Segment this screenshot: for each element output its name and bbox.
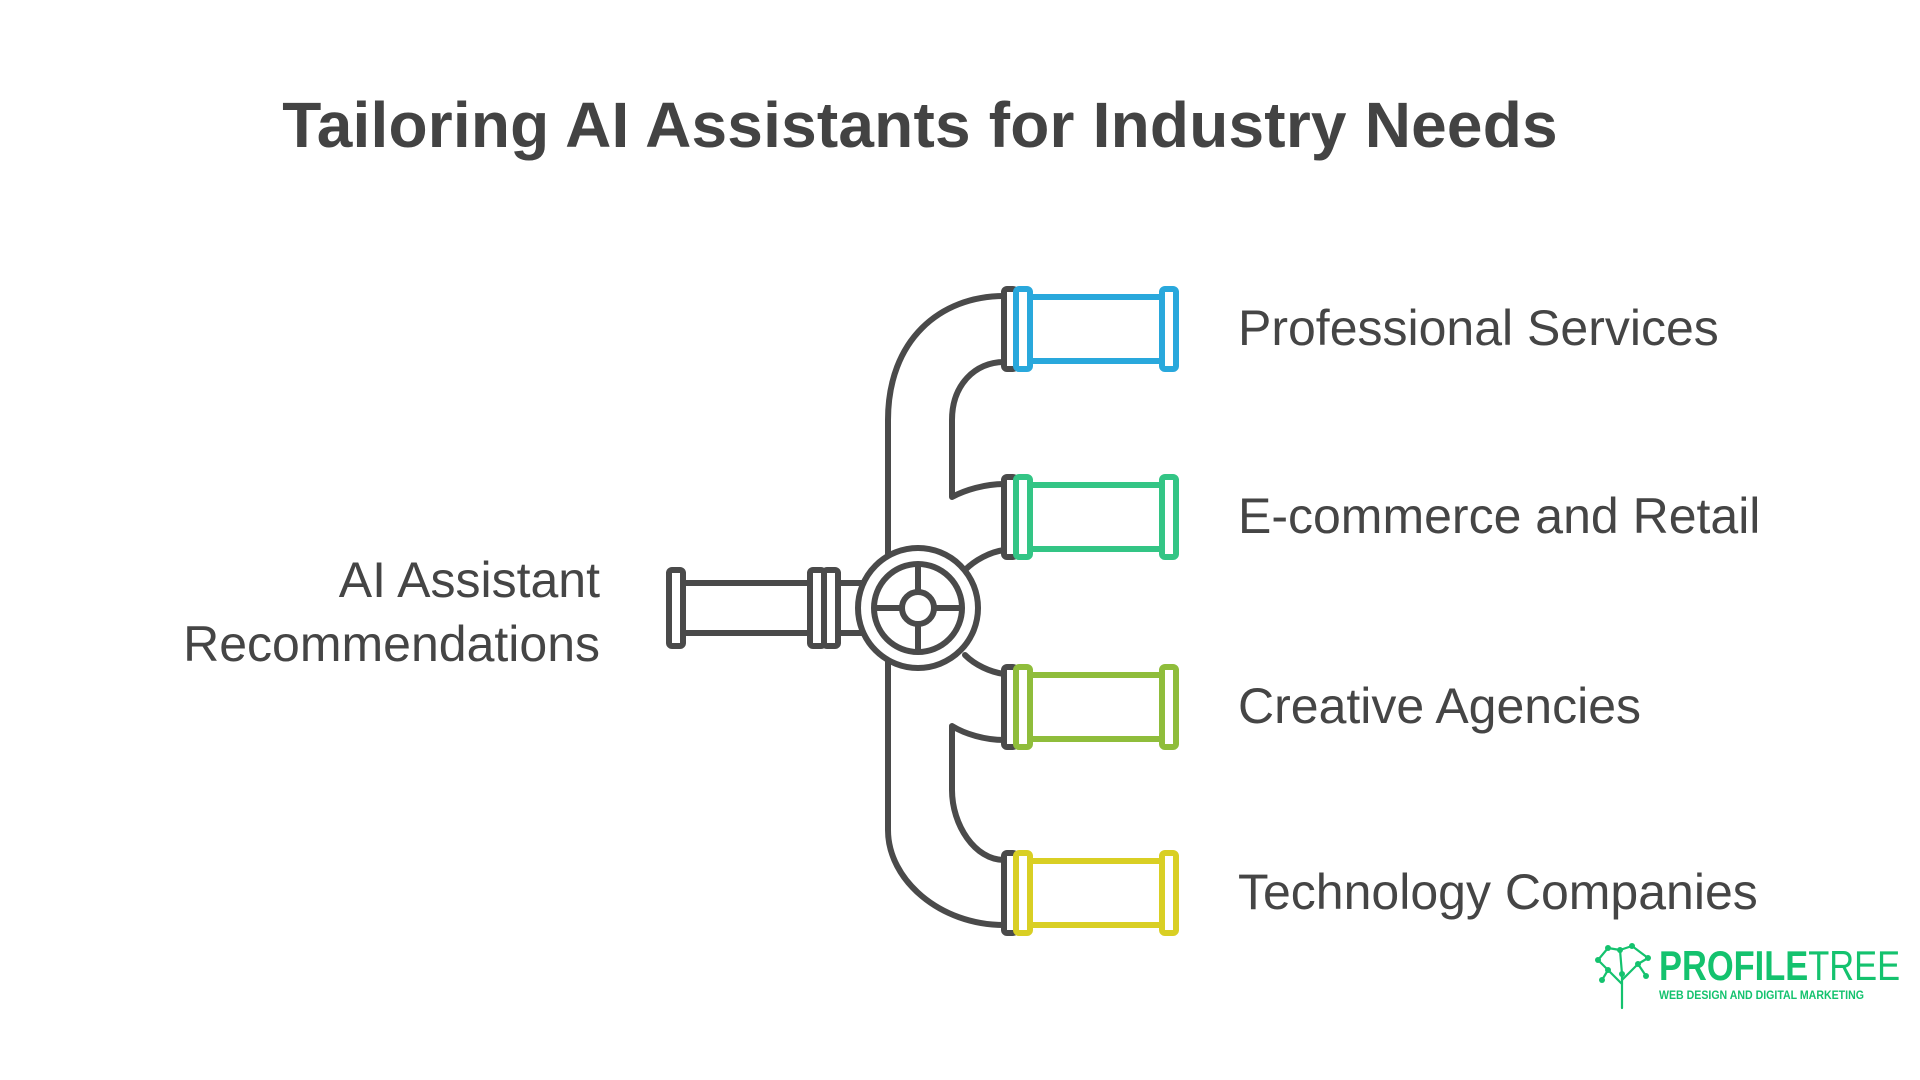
- input-pipe-collar-2: [821, 567, 841, 649]
- branch-flange-inner-4: [1013, 850, 1033, 936]
- branch-flange-inner-1: [1013, 286, 1033, 372]
- valve: [855, 545, 981, 671]
- input-pipe: [666, 567, 866, 649]
- manifold-inner-wall-4: [949, 723, 1007, 863]
- branch-flange-inner-3: [1013, 664, 1033, 750]
- input-pipe-cap: [666, 567, 686, 649]
- tree-icon: [1595, 943, 1651, 1010]
- manifold-inner-wall-2: [962, 547, 1007, 573]
- manifold-inner-wall-1: [949, 359, 1007, 500]
- branch-label-3: Creative Agencies: [1238, 678, 1642, 734]
- logo-name-bold: PROFILE: [1659, 942, 1809, 989]
- branch-pipe-4: [1001, 850, 1179, 936]
- source-label-line-2: Recommendations: [183, 616, 600, 672]
- page-title: Tailoring AI Assistants for Industry Nee…: [282, 89, 1558, 161]
- branch-label-4: Technology Companies: [1238, 864, 1758, 920]
- branch-label-1: Professional Services: [1238, 300, 1719, 356]
- manifold-pipe: [885, 293, 1007, 928]
- branch-flange-inner-2: [1013, 474, 1033, 560]
- logo-name-thin: TREE: [1808, 942, 1901, 989]
- branch-flange-outer-4: [1159, 850, 1179, 936]
- branch-pipe-2: [1001, 474, 1179, 560]
- branch-flange-outer-3: [1159, 664, 1179, 750]
- branch-pipe-3: [1001, 664, 1179, 750]
- valve-hub: [899, 589, 937, 627]
- branch-pipes: [1001, 286, 1179, 936]
- branch-flange-outer-1: [1159, 286, 1179, 372]
- logo-name: PROFILETREE: [1659, 942, 1900, 990]
- source-label-line-1: AI Assistant: [338, 552, 600, 608]
- branch-flange-outer-2: [1159, 474, 1179, 560]
- branch-label-2: E-commerce and Retail: [1238, 488, 1761, 544]
- branch-pipe-1: [1001, 286, 1179, 372]
- logo-tagline: WEB DESIGN AND DIGITAL MARKETING: [1659, 990, 1864, 1002]
- source-label: AI Assistant Recommendations: [183, 548, 600, 676]
- manifold-inner-wall-3: [962, 652, 1007, 677]
- brand-logo: PROFILETREE WEB DESIGN AND DIGITAL MARKE…: [1592, 940, 1900, 1010]
- manifold-outer-wall: [885, 293, 1007, 928]
